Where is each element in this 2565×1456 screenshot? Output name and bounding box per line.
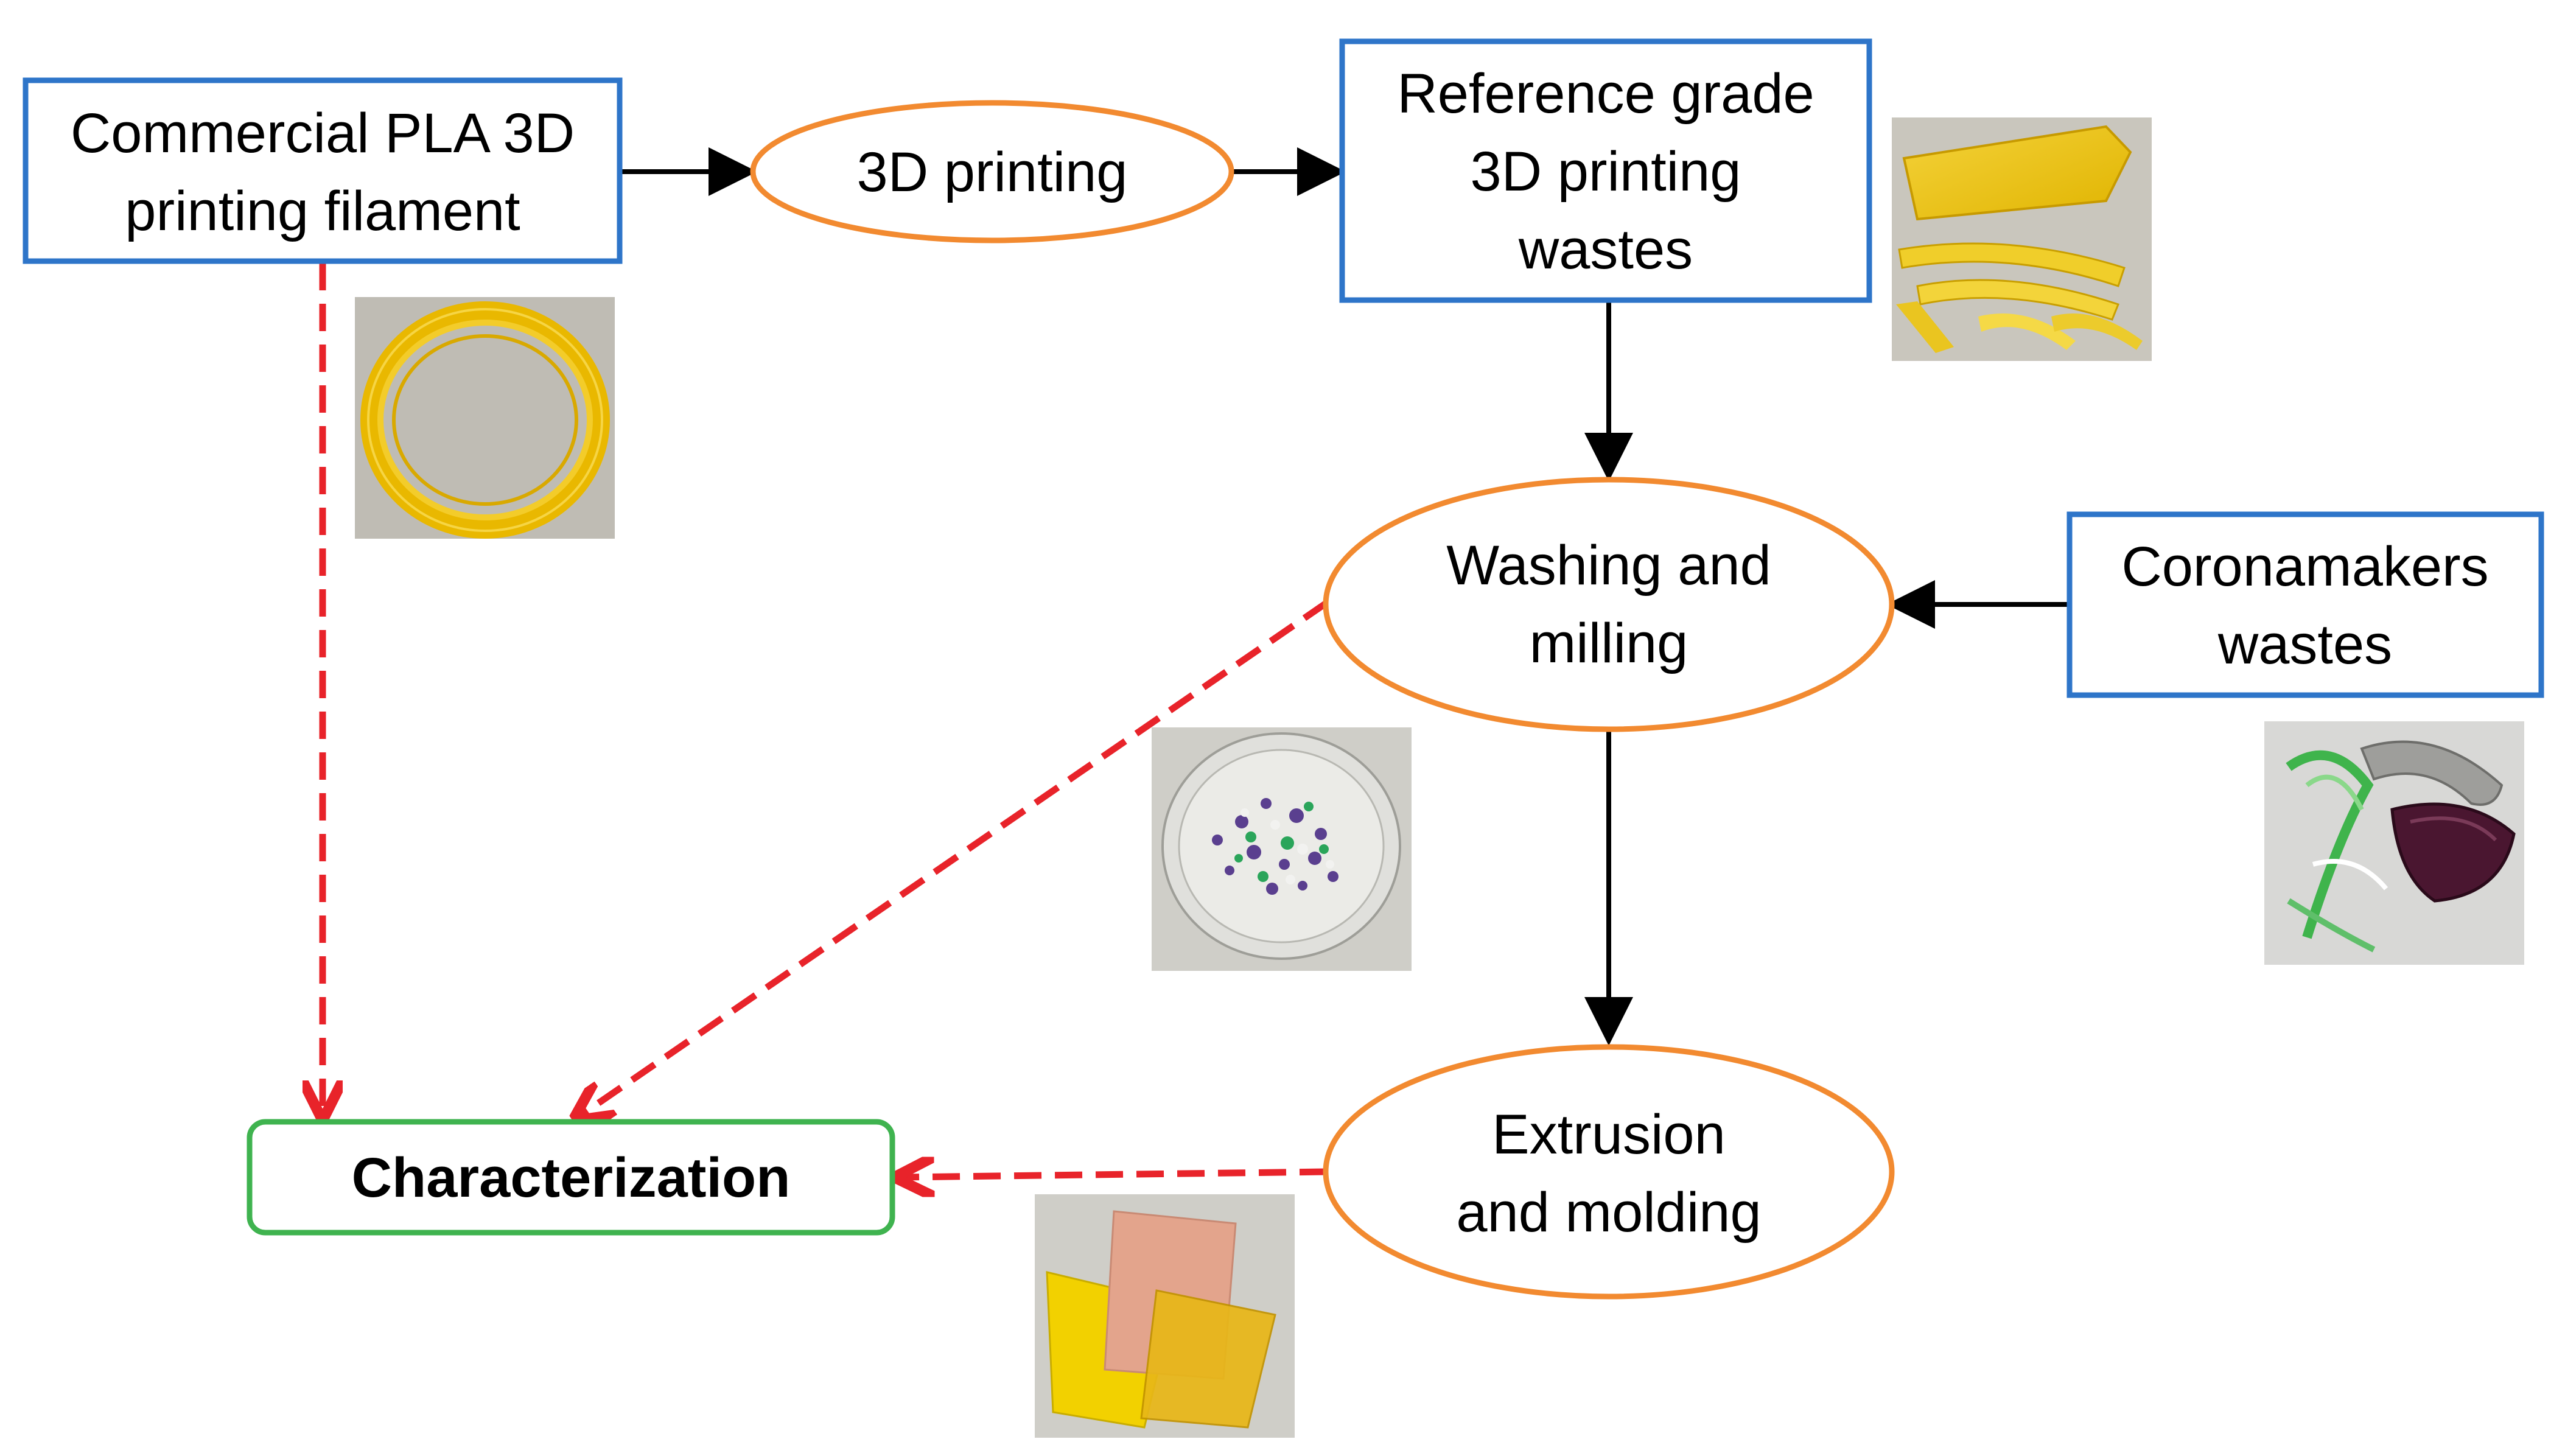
molded-sheets-image bbox=[1035, 1194, 1295, 1438]
dashed-arrow-extrusion-to-characterization bbox=[901, 1172, 1328, 1177]
node-label-line: Coronamakers bbox=[2121, 536, 2488, 598]
dashed-arrows bbox=[323, 263, 1329, 1177]
milled-flakes-image bbox=[1152, 727, 1412, 971]
node-characterization: Characterization bbox=[247, 1119, 895, 1236]
node-label-line: printing filament bbox=[125, 180, 520, 242]
solid-arrows bbox=[620, 147, 2070, 1046]
node-label-line: and molding bbox=[1456, 1181, 1761, 1244]
node-label-line: Extrusion bbox=[1492, 1104, 1726, 1166]
node-extrusion-molding: Extrusion and molding bbox=[1323, 1044, 1895, 1300]
node-3d-printing: 3D printing bbox=[750, 100, 1234, 243]
node-reference-wastes: Reference grade 3D printing wastes bbox=[1339, 38, 1872, 303]
node-label-line: wastes bbox=[1518, 219, 1693, 281]
node-label-line: Commercial PLA 3D bbox=[71, 102, 575, 164]
dashed-arrow-washing-to-characterization bbox=[578, 600, 1329, 1117]
coronamakers-wastes-image bbox=[2264, 721, 2524, 965]
node-label-line: milling bbox=[1530, 612, 1688, 674]
node-commercial-filament: Commercial PLA 3D printing filament bbox=[23, 77, 623, 264]
node-label-line: 3D printing bbox=[1471, 141, 1741, 203]
node-label-line: wastes bbox=[2217, 614, 2392, 676]
node-coronamakers-wastes: Coronamakers wastes bbox=[2066, 511, 2544, 698]
node-label-line: 3D printing bbox=[857, 141, 1128, 203]
node-label-line: Reference grade bbox=[1397, 63, 1814, 125]
node-washing-milling: Washing and milling bbox=[1323, 477, 1895, 732]
node-label-line: Characterization bbox=[352, 1147, 791, 1209]
filament-coil-image bbox=[355, 297, 615, 539]
reference-wastes-image bbox=[1892, 117, 2152, 361]
node-label-line: Washing and bbox=[1446, 534, 1771, 597]
